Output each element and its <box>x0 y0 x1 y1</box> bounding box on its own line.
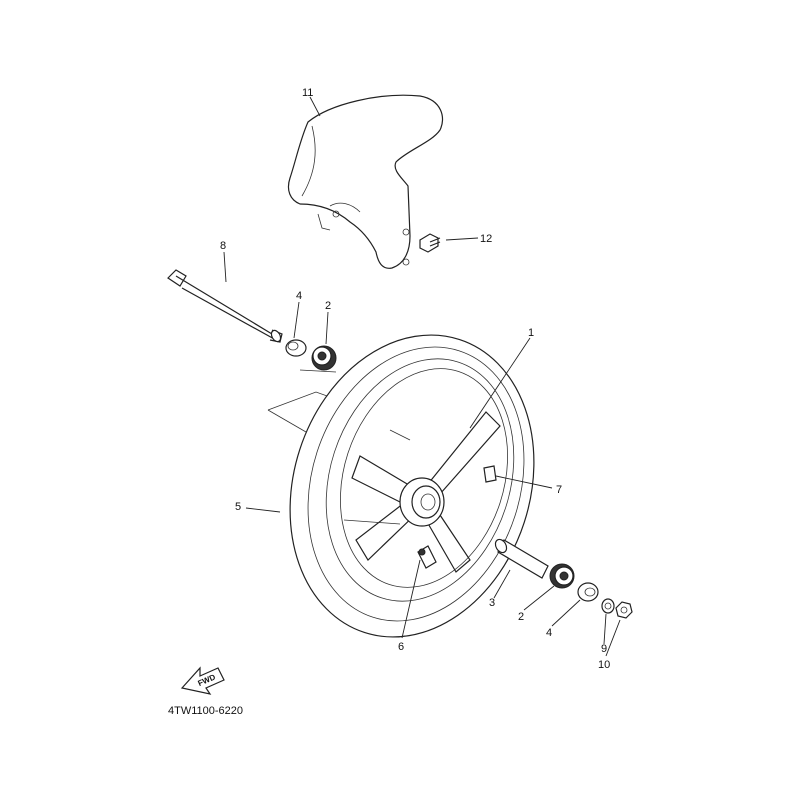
callout-12: 12 <box>480 233 492 245</box>
diagram-code: 4TW1100-6220 <box>168 705 243 717</box>
callout-2-upper: 2 <box>325 300 331 312</box>
callout-11: 11 <box>302 87 313 99</box>
callout-8: 8 <box>220 240 226 252</box>
callout-4-upper: 4 <box>296 290 302 302</box>
spacer <box>494 538 549 579</box>
callout-2-lower: 2 <box>518 611 524 623</box>
bearing-left <box>311 345 337 371</box>
callout-5: 5 <box>235 501 241 513</box>
fwd-arrow-icon: FWD <box>180 666 225 695</box>
callout-10: 10 <box>598 659 610 671</box>
washer <box>601 598 615 614</box>
bearing-right <box>549 563 575 589</box>
axle-nut <box>615 601 633 619</box>
callout-1: 1 <box>528 327 534 339</box>
front-fender <box>287 94 444 269</box>
fender-bolt <box>419 233 441 253</box>
front-axle <box>167 269 283 343</box>
callout-6: 6 <box>398 641 404 653</box>
callout-4-lower: 4 <box>546 627 552 639</box>
callout-3: 3 <box>489 597 495 609</box>
callout-9: 9 <box>601 643 607 655</box>
callout-numbers: 11 12 8 4 2 1 7 5 3 2 4 6 9 10 <box>220 87 610 671</box>
collar-left <box>285 339 307 357</box>
front-wheel <box>289 334 535 638</box>
callout-7: 7 <box>556 484 562 496</box>
leader-lines <box>223 96 621 657</box>
collar-right <box>577 582 599 602</box>
